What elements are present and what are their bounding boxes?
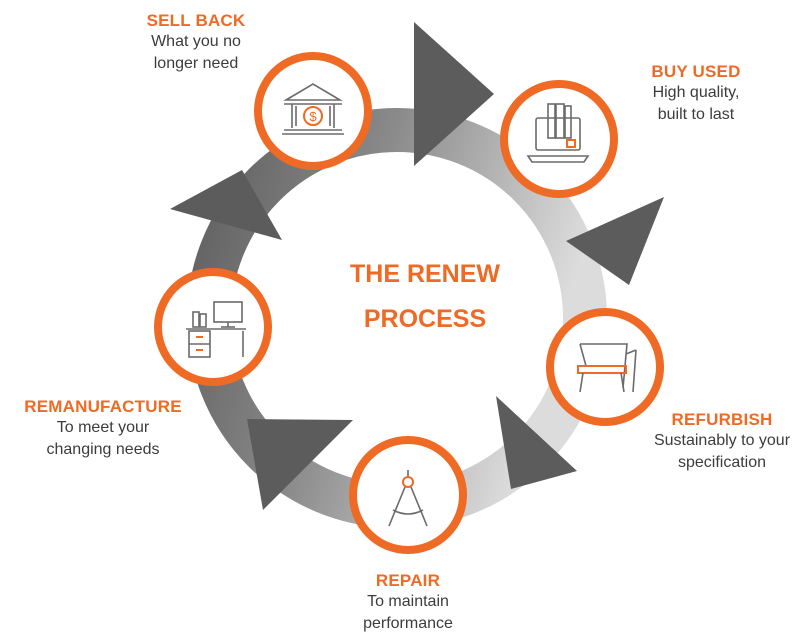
step-description-line: specification [677, 454, 767, 471]
office-desk-icon [186, 301, 246, 358]
step-node-refurbish [546, 308, 664, 426]
bank-dollar-icon: $ [282, 83, 344, 135]
step-label-remanufacture: REMANUFACTURE To meet your changing need… [4, 397, 202, 461]
step-description-line: To maintain [367, 593, 449, 610]
step-node-remanufacture [154, 268, 272, 386]
cycle-arrow [566, 197, 664, 285]
step-node-buy-used [500, 80, 618, 198]
svg-text:$: $ [309, 109, 317, 124]
step-description-line: built to last [657, 106, 735, 123]
step-title: SELL BACK [146, 11, 246, 30]
step-label-sell-back: SELL BACK What you no longer need [123, 11, 269, 75]
step-description-line: performance [363, 615, 453, 632]
step-title: BUY USED [651, 62, 741, 81]
laptop-books-icon [526, 103, 590, 163]
drafting-compass-icon [388, 470, 428, 527]
cycle-arrow [496, 396, 577, 489]
step-title: REFURBISH [671, 410, 773, 429]
step-description-line: What you no [151, 33, 241, 50]
step-label-refurbish: REFURBISH Sustainably to your specificat… [634, 410, 810, 474]
step-description-line: longer need [153, 55, 239, 72]
step-description-line: changing needs [46, 441, 160, 458]
step-description-line: Sustainably to your [653, 432, 791, 449]
step-label-buy-used: BUY USED High quality, built to last [626, 62, 766, 126]
step-node-repair [349, 436, 467, 554]
process-title-line2: PROCESS [363, 305, 487, 333]
armchair-icon [577, 343, 637, 393]
cycle-arrow [414, 22, 494, 166]
cycle-arrow [170, 170, 282, 240]
process-title-line1: THE RENEW [350, 260, 500, 288]
step-title: REPAIR [375, 571, 441, 590]
process-title: THE RENEW PROCESS [305, 252, 545, 342]
step-title: REMANUFACTURE [24, 397, 182, 416]
step-description-line: High quality, [652, 84, 740, 101]
step-node-sell-back: $ [254, 52, 372, 170]
step-label-repair: REPAIR To maintain performance [333, 571, 483, 635]
step-description-line: To meet your [56, 419, 150, 436]
cycle-arrow [247, 419, 353, 510]
